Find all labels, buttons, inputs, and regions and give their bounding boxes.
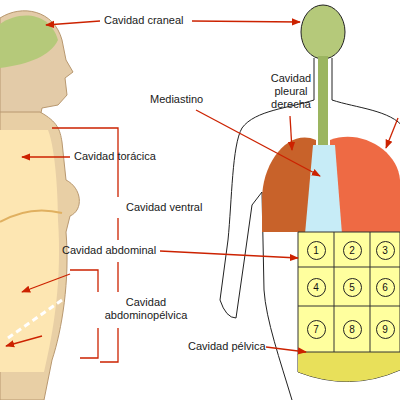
trachea <box>318 56 328 150</box>
cavity-label: Cavidad abdominal <box>62 244 156 257</box>
region-circle: 2 <box>343 241 362 260</box>
abdominopelvic-bracket <box>70 270 98 358</box>
leader-arrow <box>192 21 300 22</box>
cavity-label: Cavidad ventral <box>126 201 202 214</box>
cavity-label: Cavidad abdominopélvica <box>100 296 192 322</box>
cavity-label: Cavidad craneal <box>104 14 184 27</box>
region-circle: 9 <box>376 320 395 339</box>
body-outline <box>332 58 400 128</box>
region-circle: 8 <box>343 320 362 339</box>
region-circle: 5 <box>343 278 362 297</box>
region-circle: 4 <box>307 278 326 297</box>
leader-arrow <box>6 336 42 346</box>
cranial-cavity <box>301 5 345 59</box>
region-circle: 3 <box>376 241 395 260</box>
cavity-label: Cavidad pélvica <box>188 340 266 353</box>
region-number: 6 <box>382 282 388 293</box>
region-number: 8 <box>349 324 355 335</box>
cavity-label: Cavidad torácica <box>74 150 156 163</box>
region-circle: 7 <box>307 320 326 339</box>
region-number: 5 <box>349 282 355 293</box>
cavity-label: Mediastino <box>150 93 203 106</box>
leader-arrow <box>386 118 398 148</box>
region-number: 1 <box>313 245 319 256</box>
region-number: 4 <box>313 282 319 293</box>
region-number: 9 <box>382 324 388 335</box>
region-circle: 6 <box>376 278 395 297</box>
leader-arrow <box>46 21 100 25</box>
region-number: 7 <box>313 324 319 335</box>
region-number: 2 <box>349 245 355 256</box>
cavity-label: Cavidad pleural derecha <box>264 72 318 111</box>
region-number: 3 <box>382 245 388 256</box>
leader-arrow <box>196 110 320 176</box>
leader-arrow <box>22 274 70 292</box>
pelvic-cavity <box>298 352 400 382</box>
diaphragm-line <box>0 210 62 222</box>
leader-arrow <box>22 156 70 157</box>
leader-arrow <box>290 116 292 150</box>
head-profile <box>0 11 73 118</box>
pelvic-divider <box>8 300 62 338</box>
cranial-cavity <box>0 16 58 68</box>
region-circle: 1 <box>307 241 326 260</box>
leader-arrow <box>160 251 298 258</box>
mediastinum <box>305 145 342 234</box>
leader-arrow <box>266 347 306 352</box>
region-grid <box>298 232 400 352</box>
abdominal-cavity <box>298 232 400 382</box>
